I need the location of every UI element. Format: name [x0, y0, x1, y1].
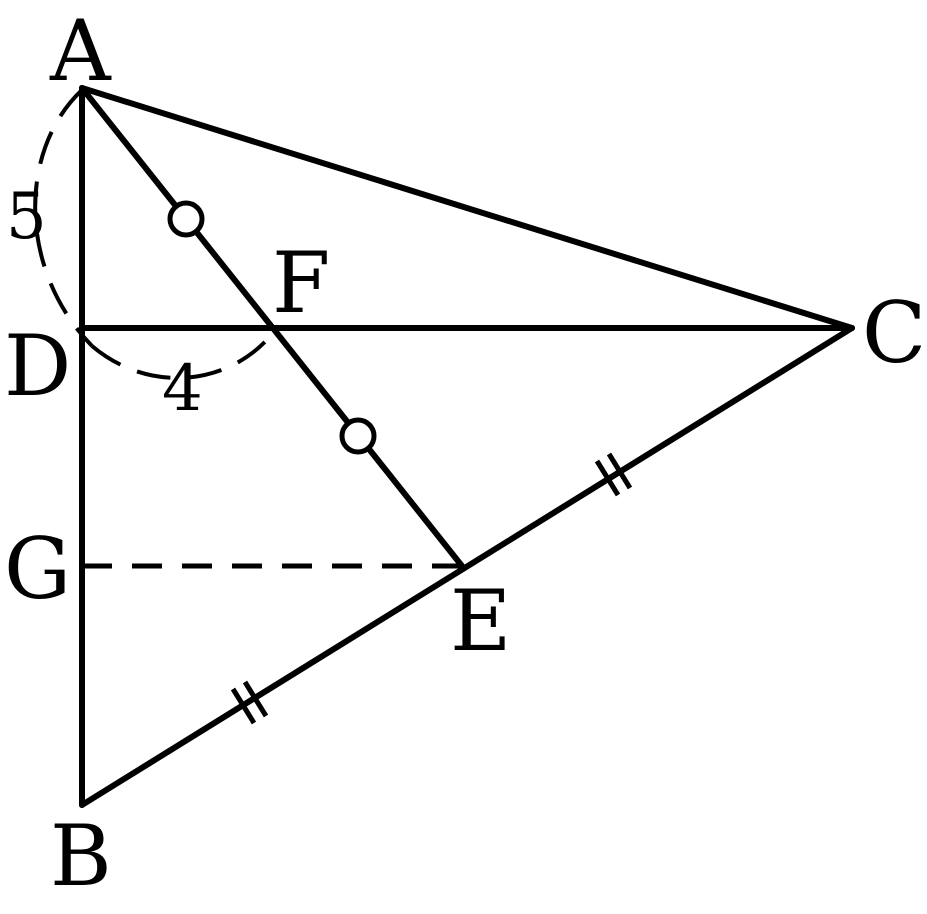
label-point-A: A — [49, 2, 112, 100]
segment-AE — [79, 85, 465, 569]
equal-circle-mark-FE — [339, 417, 377, 455]
segment-BC — [79, 325, 855, 808]
label-point-B: B — [50, 807, 112, 905]
arc-AD — [33, 88, 94, 348]
label-point-F: F — [272, 234, 330, 332]
label-point-G: G — [4, 520, 71, 618]
label-length-DF: 4 — [162, 352, 203, 426]
label-length-AD: 5 — [6, 180, 47, 254]
arc-DF — [90, 332, 274, 380]
double-tick-mark-BE — [230, 680, 269, 725]
equal-circle-mark-AF — [167, 200, 205, 238]
segment-AC — [79, 85, 855, 331]
label-point-D: D — [4, 317, 71, 415]
label-point-C: C — [862, 284, 926, 382]
label-point-E: E — [450, 572, 511, 670]
double-tick-mark-EC — [594, 452, 633, 497]
